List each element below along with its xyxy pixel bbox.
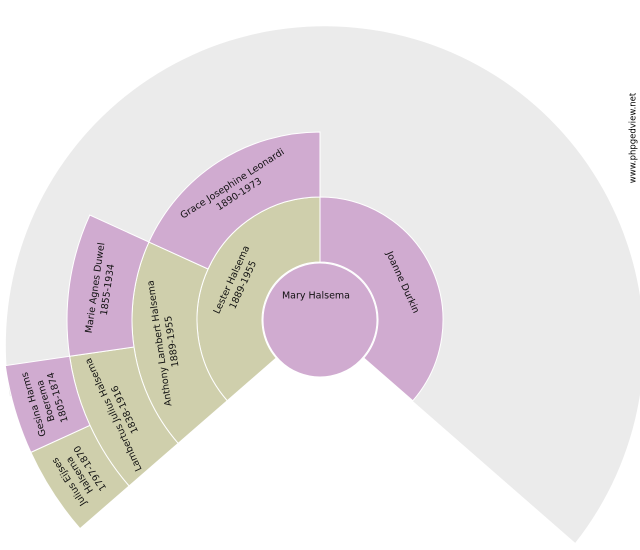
paternal-grandmother-wedge[interactable] [148,131,321,270]
root-person-circle[interactable] [262,262,378,378]
great-great-grandmother-wedge[interactable] [4,355,91,454]
root-person-name: Mary Halsema [282,291,350,302]
great-grandmother-wedge[interactable] [66,214,150,357]
site-credit: www.phpgedview.net [629,92,639,183]
mother-wedge[interactable] [319,196,444,402]
